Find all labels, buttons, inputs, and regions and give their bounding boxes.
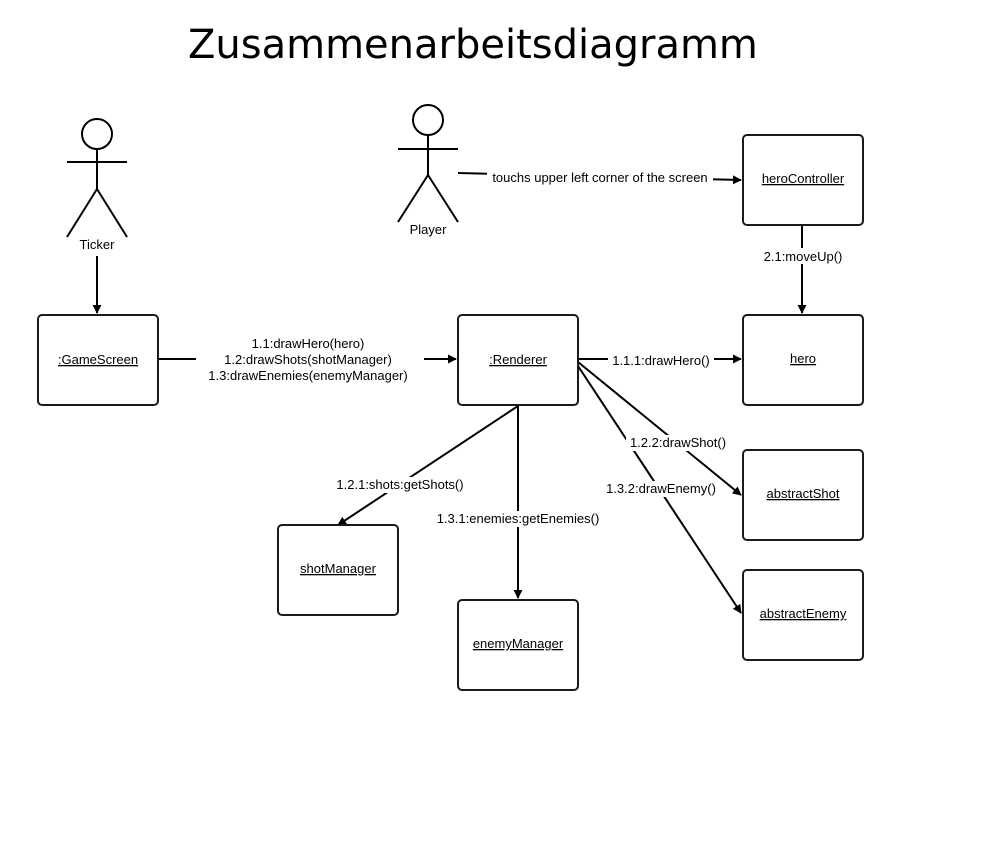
diagram-title: Zusammenarbeitsdiagramm	[188, 22, 758, 68]
ticker-actor: Ticker	[66, 118, 128, 252]
message-draw-hero-gs: 1.1:drawHero(hero)	[252, 336, 365, 351]
player-actor: Player	[397, 104, 459, 237]
renderer-object: :Renderer	[457, 314, 579, 406]
enemymanager-object: enemyManager	[457, 599, 579, 691]
message-move-up: 2.1:moveUp()	[764, 249, 843, 264]
abstractenemy-label: abstractEnemy	[760, 606, 847, 621]
shotmanager-label: shotManager	[300, 561, 377, 576]
message-draw-hero-r: 1.1.1:drawHero()	[612, 353, 710, 368]
ticker-label: Ticker	[80, 237, 116, 252]
message-draw-shot-r: 1.2.2:drawShot()	[630, 435, 726, 450]
herocontroller-object: heroController	[742, 134, 864, 226]
message-draw-enemies-gs: 1.3:drawEnemies(enemyManager)	[208, 368, 407, 383]
message-draw-shots-gs: 1.2:drawShots(shotManager)	[224, 352, 392, 367]
player-label: Player	[410, 222, 448, 237]
hero-object: hero	[742, 314, 864, 406]
renderer-to-abstractshot-edge	[577, 361, 742, 496]
message-touch: touchs upper left corner of the screen	[492, 170, 707, 185]
message-get-enemies: 1.3.1:enemies:getEnemies()	[437, 511, 600, 526]
renderer-to-shotmanager-edge	[337, 405, 519, 526]
message-draw-enemy-r: 1.3.2:drawEnemy()	[606, 481, 716, 496]
abstractshot-object: abstractShot	[742, 449, 864, 541]
hero-label: hero	[790, 351, 816, 366]
shotmanager-object: shotManager	[277, 524, 399, 616]
ticker-head	[81, 118, 113, 150]
gamescreen-object: :GameScreen	[37, 314, 159, 406]
herocontroller-label: heroController	[762, 171, 845, 186]
renderer-label: :Renderer	[489, 352, 547, 367]
enemymanager-label: enemyManager	[473, 636, 564, 651]
abstractenemy-object: abstractEnemy	[742, 569, 864, 661]
gamescreen-label: :GameScreen	[58, 352, 138, 367]
message-get-shots: 1.2.1:shots:getShots()	[336, 477, 463, 492]
player-head	[412, 104, 444, 136]
abstractshot-label: abstractShot	[767, 486, 840, 501]
